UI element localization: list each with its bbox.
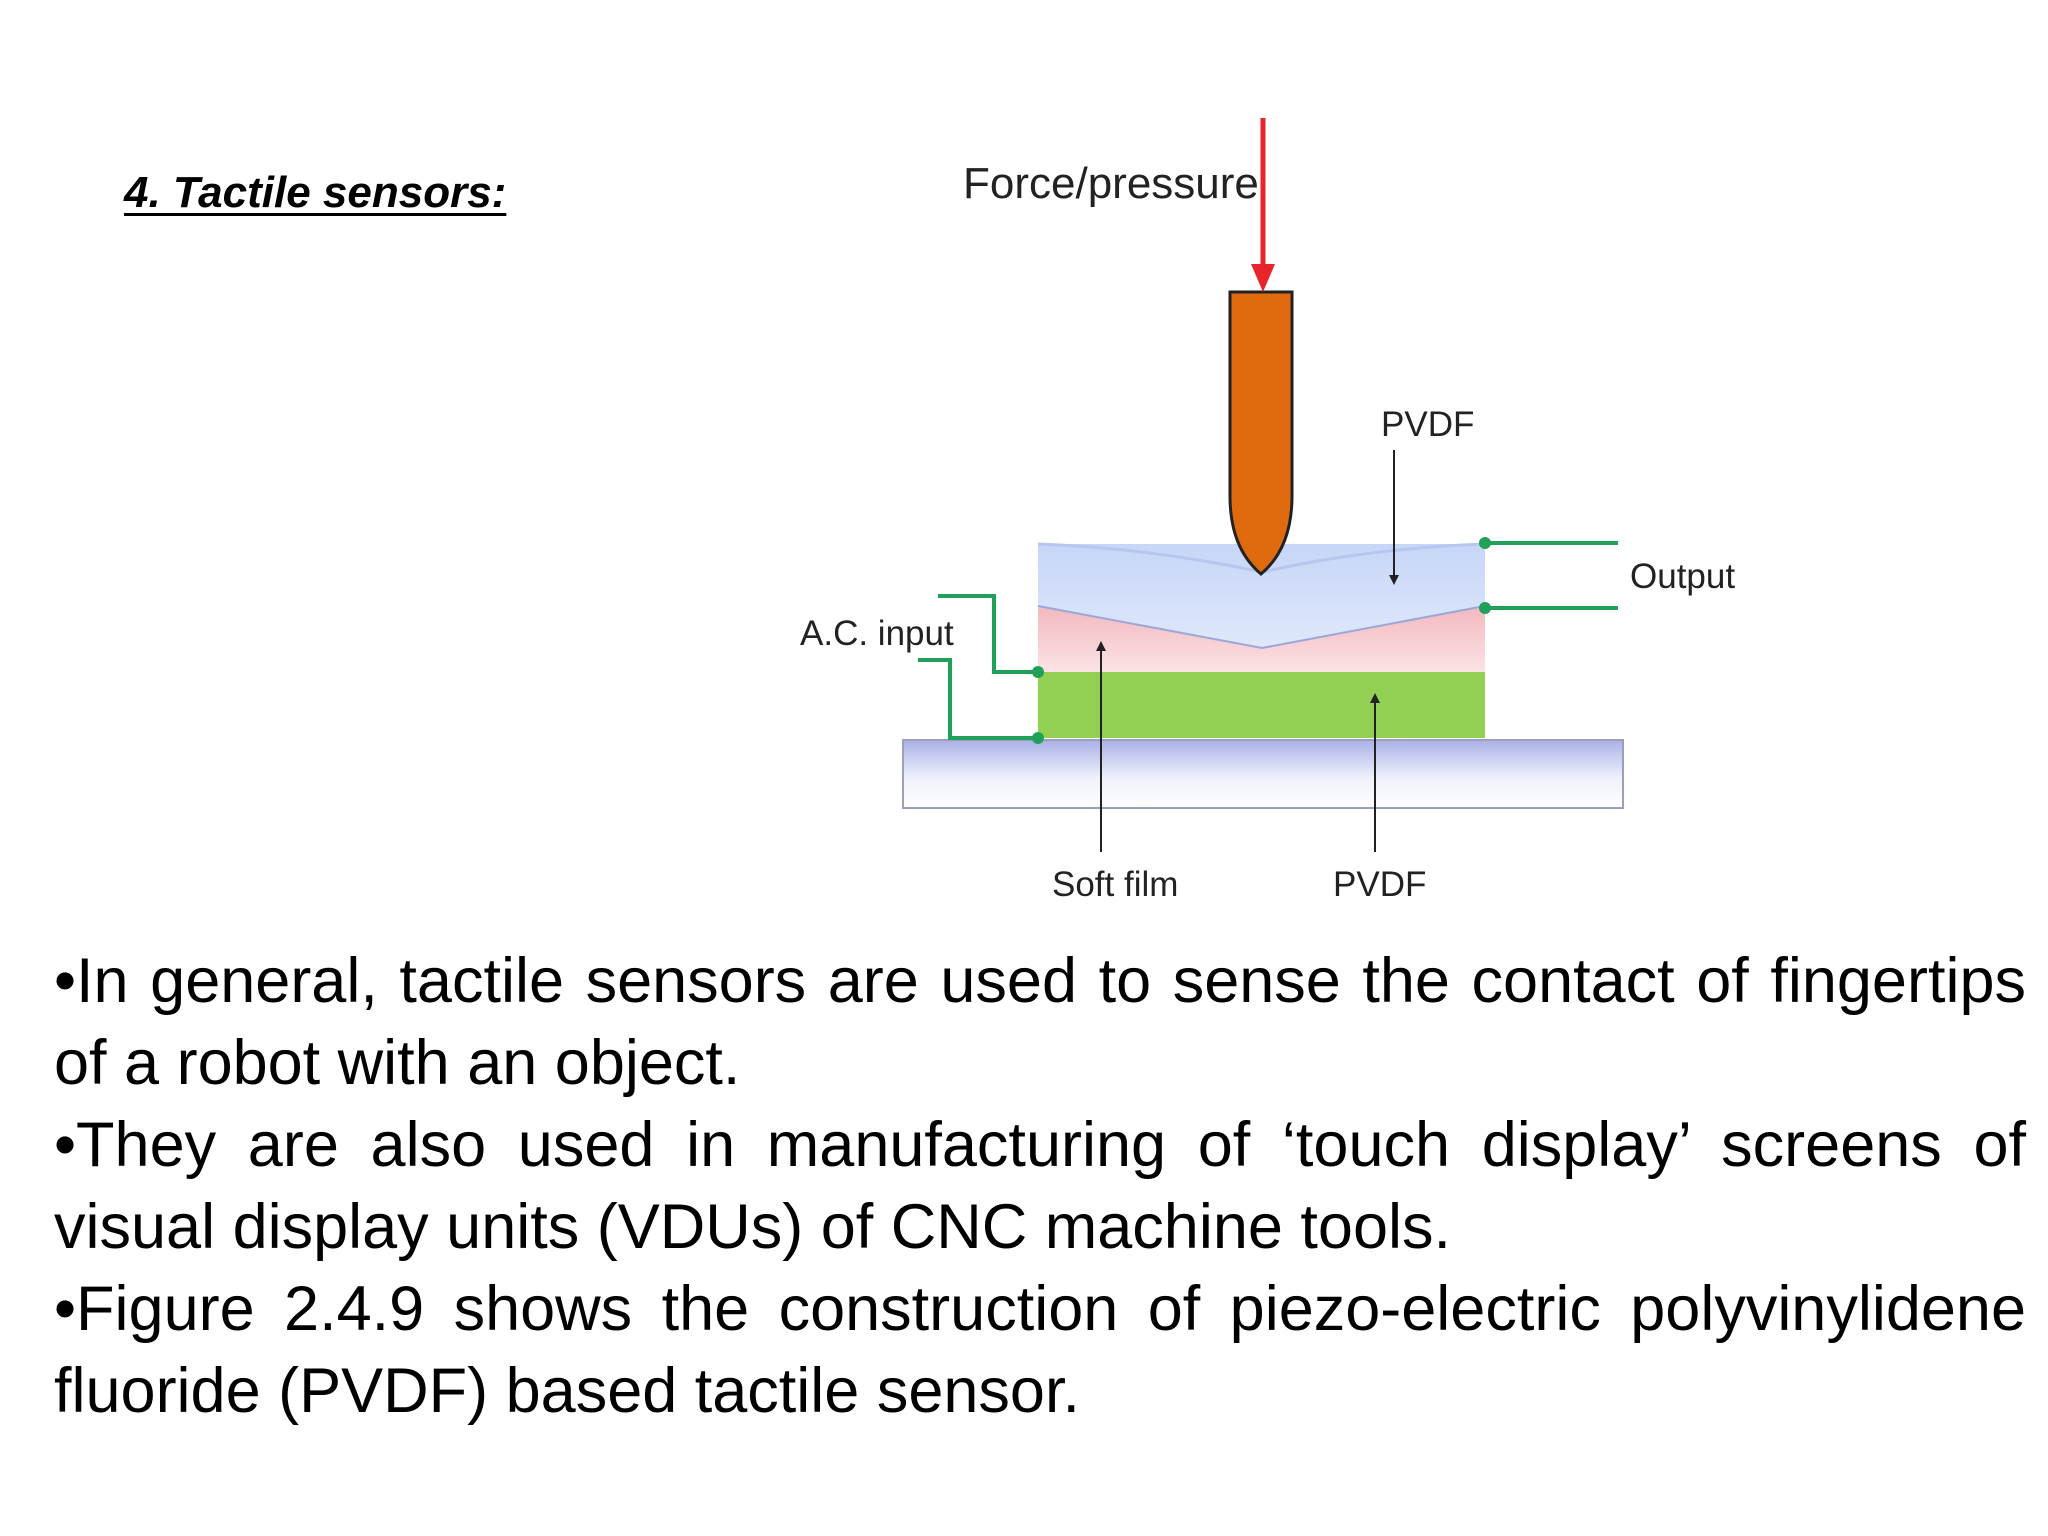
ac-input-label: A.C. input [800,614,954,653]
pvdf-top-layer [1038,544,1485,648]
force-probe [1228,290,1294,576]
section-heading: 4. Tactile sensors: [124,168,507,217]
tactile-sensor-diagram: Force/pressure PVDF Output A.C. input So… [800,118,1735,904]
ac-input-wires [918,594,1038,740]
pvdf-bottom-label: PVDF [1333,865,1426,904]
pvdf-top-label: PVDF [1381,405,1474,444]
soft-film-label: Soft film [1052,865,1178,904]
output-label: Output [1630,557,1735,596]
body-text: •In general, tactile sensors are used to… [54,940,2026,1432]
base-plate [902,739,1624,809]
bullet-3: •Figure 2.4.9 shows the construction of … [54,1274,2026,1426]
force-label: Force/pressure [963,159,1259,208]
pvdf-bottom-layer [1038,672,1485,738]
bullet-1: •In general, tactile sensors are used to… [54,946,2026,1098]
soft-film-layer [1038,606,1485,672]
bullet-2: •They are also used in manufacturing of … [54,1110,2026,1262]
output-wires [1485,541,1618,610]
